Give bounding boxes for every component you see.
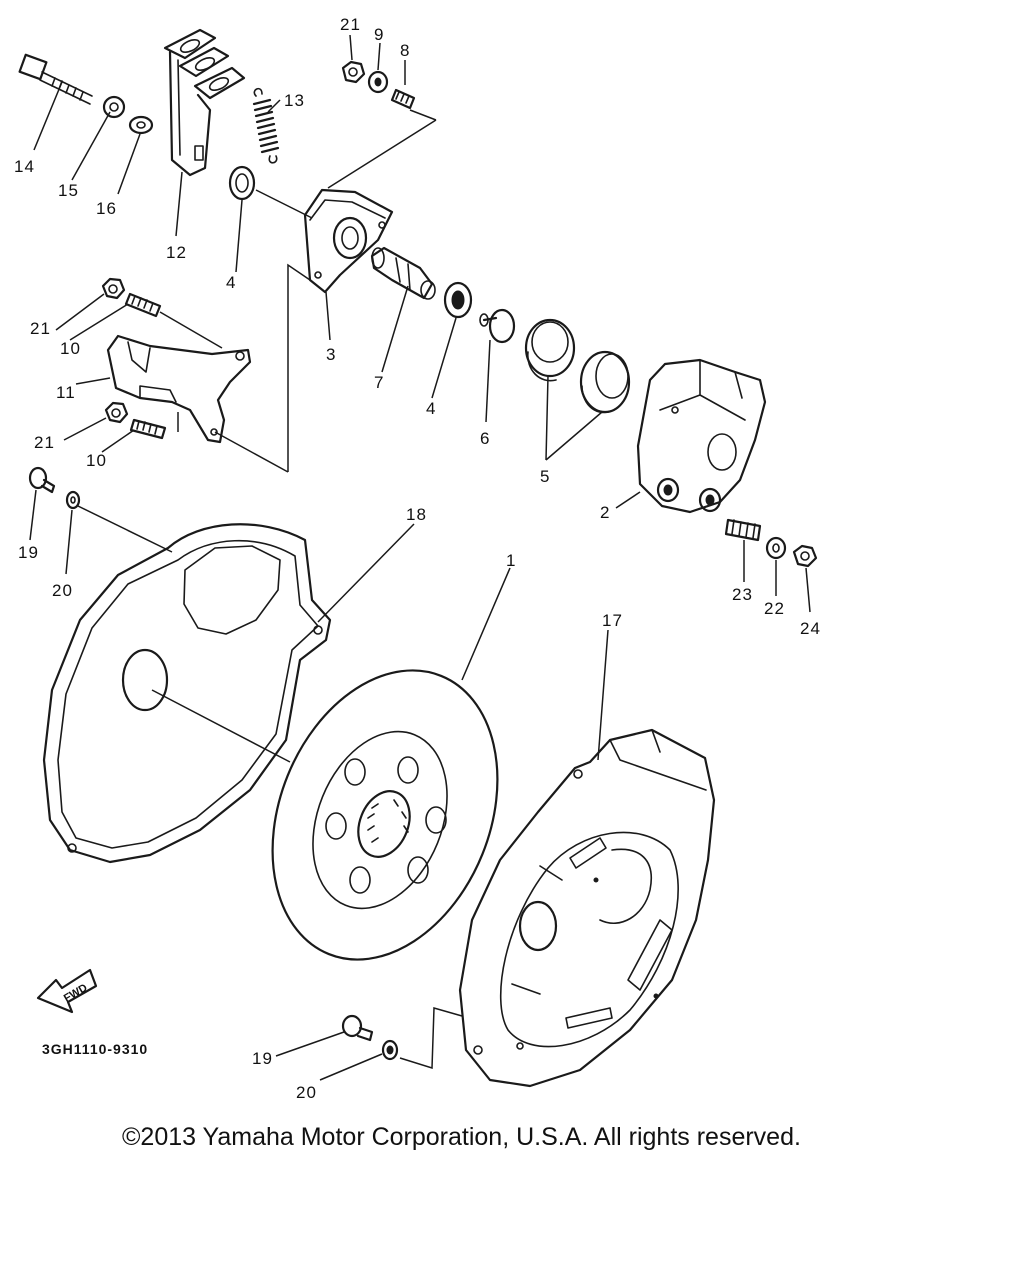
- part-15-nut: [102, 95, 126, 119]
- fwd-arrow-icon: FWD: [36, 968, 98, 1014]
- part-7-camshaft: [370, 246, 436, 300]
- label-9: 9: [374, 25, 384, 44]
- part-2-caliper: [636, 358, 767, 514]
- drawing-code: 3GH1110-9310: [42, 1041, 148, 1057]
- part-19-bolt-upper: [28, 466, 56, 494]
- label-4-lower: 4: [426, 399, 436, 418]
- label-10-upper: 10: [60, 339, 81, 358]
- part-23-stud: [724, 518, 762, 542]
- part-4-seal-lower: [443, 281, 473, 319]
- label-4-upper: 4: [226, 273, 236, 292]
- part-9-washer: [367, 70, 389, 94]
- part-20-washer-upper: [65, 490, 81, 510]
- part-10-stud-lower: [129, 418, 167, 440]
- label-24: 24: [800, 619, 821, 638]
- label-16: 16: [96, 199, 117, 218]
- copyright-notice: ©2013 Yamaha Motor Corporation, U.S.A. A…: [122, 1123, 801, 1151]
- part-21-nut-lower-left: [104, 401, 129, 424]
- part-21-nut-upper-left: [101, 277, 126, 300]
- part-12-lever: [163, 28, 246, 177]
- label-11: 11: [56, 383, 76, 402]
- part-20-washer-lower: [381, 1039, 399, 1061]
- part-10-stud-upper: [124, 292, 162, 318]
- part-8-stud: [390, 88, 416, 110]
- label-19-upper: 19: [18, 543, 39, 562]
- part-5-piston-boots: [524, 318, 631, 414]
- part-18-outer-cover: [42, 523, 332, 864]
- part-6-pin: [479, 308, 516, 344]
- label-5: 5: [540, 467, 550, 486]
- part-13-spring: [252, 87, 280, 164]
- label-23: 23: [732, 585, 753, 604]
- part-1-brake-disc: [271, 669, 499, 961]
- label-7: 7: [374, 373, 384, 392]
- part-3-housing: [303, 188, 394, 294]
- label-14: 14: [14, 157, 35, 176]
- label-3: 3: [326, 345, 336, 364]
- part-19-bolt-lower: [341, 1014, 374, 1042]
- label-21-mid: 21: [30, 319, 51, 338]
- part-22-washer: [765, 536, 787, 560]
- label-22: 22: [764, 599, 785, 618]
- label-6: 6: [480, 429, 490, 448]
- label-10-lower: 10: [86, 451, 107, 470]
- label-21-top: 21: [340, 15, 361, 34]
- leader-lines: [29, 34, 811, 1081]
- label-13: 13: [284, 91, 305, 110]
- part-21-nut-top: [341, 60, 366, 84]
- label-1: 1: [506, 551, 516, 570]
- label-12: 12: [166, 243, 187, 262]
- part-24-nut: [792, 544, 818, 568]
- label-8: 8: [400, 41, 410, 60]
- label-20-lower: 20: [296, 1083, 317, 1102]
- label-17: 17: [602, 611, 623, 630]
- exploded-parts-diagram: FWD: [14, 15, 821, 1102]
- part-17-guard-plate: [458, 728, 716, 1088]
- label-20-upper: 20: [52, 581, 73, 600]
- label-21-lower: 21: [34, 433, 55, 452]
- label-19-lower: 19: [252, 1049, 273, 1068]
- part-4-seal-upper: [228, 165, 256, 201]
- part-number-labels: 14 15 16 12 13 21 9 8 4 3 7 4 6 5 2 21 1…: [14, 15, 821, 1102]
- label-2: 2: [600, 503, 610, 522]
- part-16-washer: [128, 115, 154, 135]
- label-15: 15: [58, 181, 79, 200]
- label-18: 18: [406, 505, 427, 524]
- part-11-bracket: [106, 334, 252, 444]
